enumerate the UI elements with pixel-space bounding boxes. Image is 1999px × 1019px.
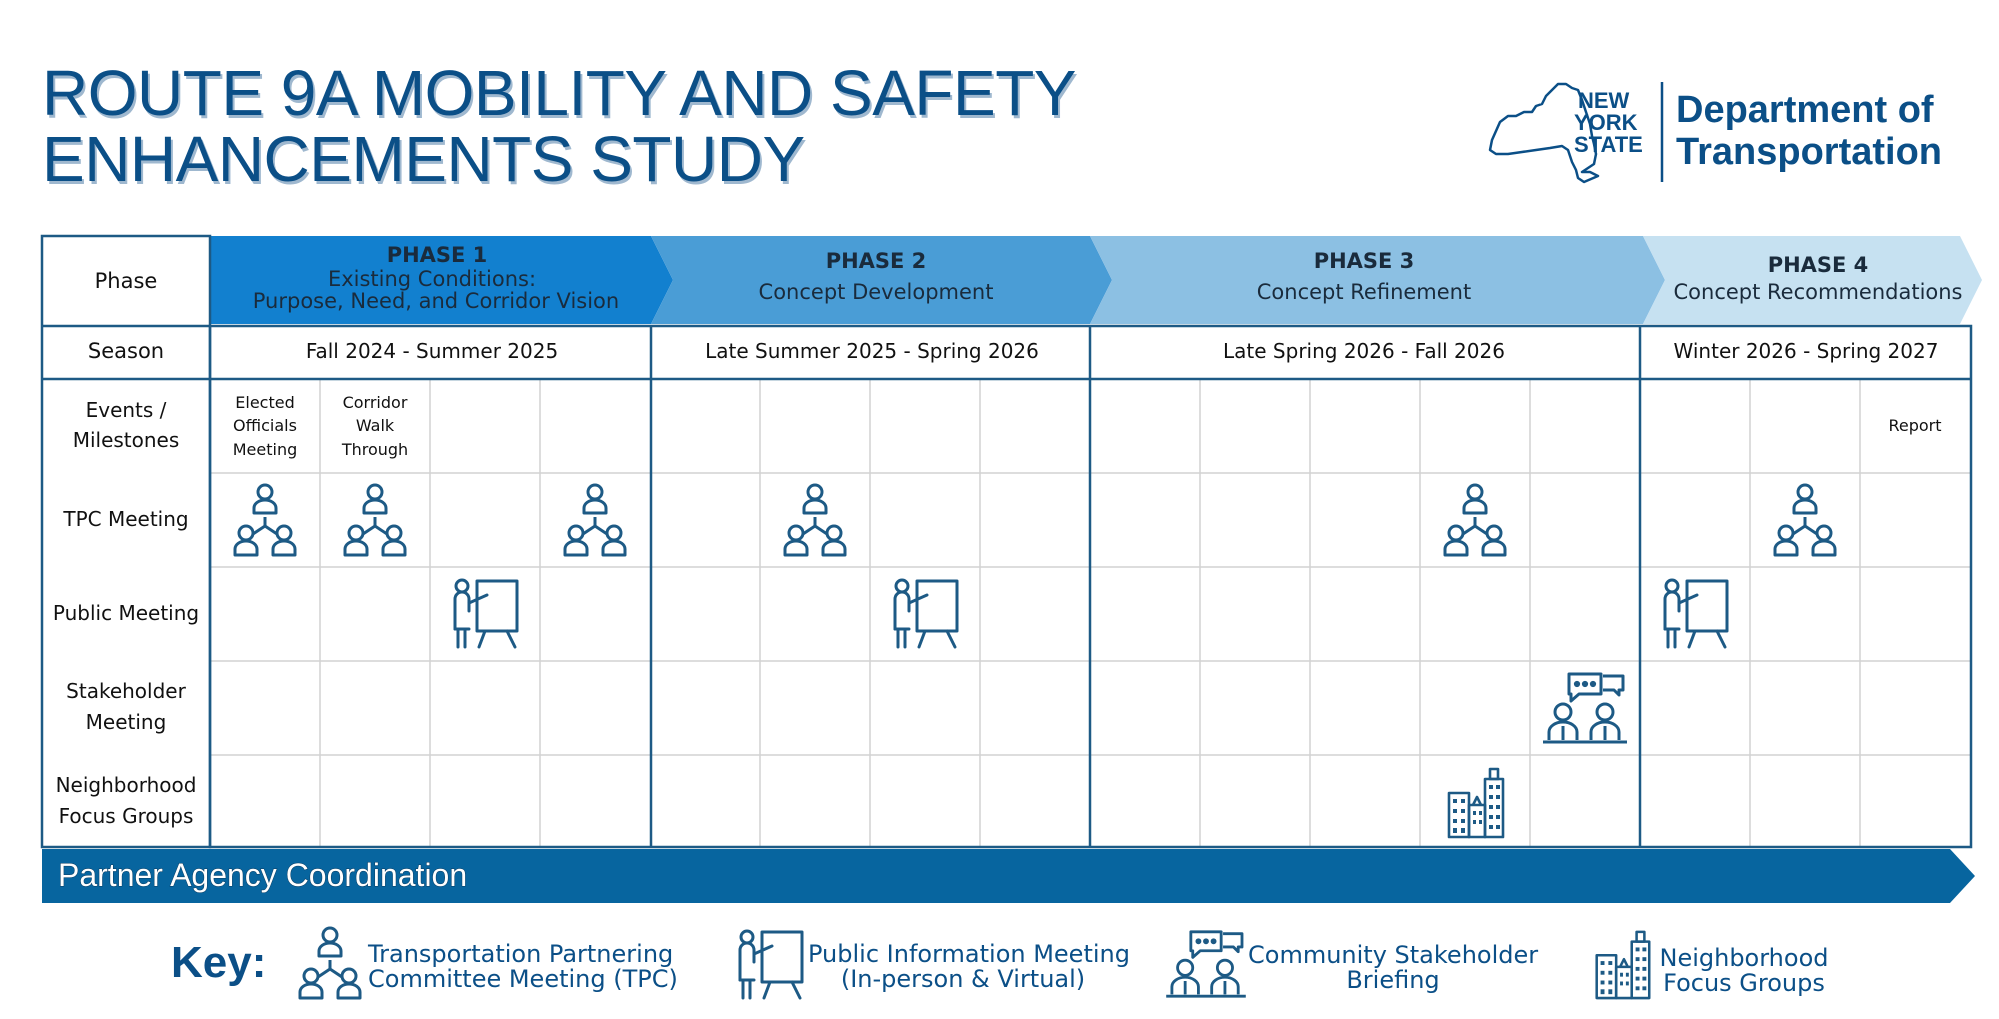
season-phase-4: Winter 2026 - Spring 2027 bbox=[1674, 339, 1939, 363]
milestone-corridor-line2: Walk bbox=[356, 416, 395, 435]
key-public-icon bbox=[734, 928, 806, 1002]
key-tpc-label: Transportation Partnering Committee Meet… bbox=[368, 940, 678, 993]
milestone-elected-line3: Meeting bbox=[233, 440, 298, 459]
logo-dept-line2: Transportation bbox=[1676, 131, 1942, 173]
key-neighborhood-line1: Neighborhood bbox=[1659, 944, 1829, 972]
key-public-label: Public Information Meeting (In-person & … bbox=[808, 940, 1130, 993]
phase-1-desc-line2: Purpose, Need, and Corridor Vision bbox=[253, 289, 619, 313]
logo-state: STATE bbox=[1574, 132, 1643, 157]
milestone-elected-line1: Elected bbox=[235, 393, 294, 412]
phase-1-desc-line1: Existing Conditions: bbox=[328, 267, 536, 291]
logo-new: NEW bbox=[1578, 88, 1630, 113]
logo-dept-line1: Department of bbox=[1676, 89, 1934, 131]
key-public-line1: Public Information Meeting bbox=[808, 940, 1130, 968]
phase-2-name: PHASE 2 bbox=[826, 249, 927, 273]
public-meeting-icon bbox=[893, 578, 959, 649]
key-stakeholder-icon bbox=[1164, 928, 1248, 1000]
tpc-meeting-icon bbox=[1773, 483, 1837, 557]
phase-2-desc: Concept Development bbox=[759, 280, 994, 304]
table-borders bbox=[40, 234, 1973, 849]
public-meeting-icon bbox=[453, 578, 519, 649]
season-phase-2: Late Summer 2025 - Spring 2026 bbox=[705, 339, 1039, 363]
partner-agency-band bbox=[42, 849, 1975, 903]
row-header-events-line2: Milestones bbox=[73, 428, 180, 452]
row-header-season: Season bbox=[88, 339, 164, 363]
phase-3-name: PHASE 3 bbox=[1314, 249, 1415, 273]
partner-agency-label: Partner Agency Coordination bbox=[58, 857, 467, 893]
schedule-diagram: PHASE 1 Existing Conditions: Purpose, Ne… bbox=[40, 234, 1982, 903]
phase-2-chevron bbox=[651, 236, 1112, 324]
row-header-phase: Phase bbox=[95, 269, 158, 293]
title-line-1: ROUTE 9A MOBILITY AND SAFETY bbox=[42, 57, 1076, 129]
title-line-2: ENHANCEMENTS STUDY bbox=[42, 123, 805, 195]
phase-4-chevron bbox=[1643, 236, 1982, 324]
key-tpc-line1: Transportation Partnering bbox=[368, 940, 674, 968]
milestone-corridor-line1: Corridor bbox=[343, 393, 408, 412]
neighborhood-focus-group-icon bbox=[1447, 767, 1505, 839]
tpc-meeting-icon bbox=[563, 483, 627, 557]
milestone-corridor-line3: Through bbox=[341, 440, 408, 459]
tpc-meeting-icon bbox=[233, 483, 297, 557]
tpc-meeting-icon bbox=[1443, 483, 1507, 557]
stakeholder-meeting-icon bbox=[1541, 672, 1629, 744]
row-header-events-line1: Events / bbox=[86, 398, 167, 422]
phase-3-chevron bbox=[1090, 236, 1665, 324]
milestone-elected-line2: Officials bbox=[233, 416, 297, 435]
phase-1-chevron bbox=[210, 236, 673, 324]
tpc-meeting-icon bbox=[783, 483, 847, 557]
key-tpc-line2: Committee Meeting (TPC) bbox=[368, 965, 678, 993]
key-public-line2: (In-person & Virtual) bbox=[840, 965, 1086, 993]
key-stakeholder-line1: Community Stakeholder bbox=[1248, 941, 1539, 969]
key-title: Key: bbox=[171, 938, 267, 987]
row-header-stakeholder-line2: Meeting bbox=[86, 710, 167, 734]
key-neighborhood-line2: Focus Groups bbox=[1663, 969, 1825, 997]
row-header-tpc: TPC Meeting bbox=[62, 507, 188, 531]
phase-1-name: PHASE 1 bbox=[387, 243, 488, 267]
key-tpc-icon bbox=[298, 926, 362, 1000]
row-header-neighborhood-line2: Focus Groups bbox=[59, 804, 194, 828]
phase-3-desc: Concept Refinement bbox=[1257, 280, 1471, 304]
phase-4-desc: Concept Recommendations bbox=[1674, 280, 1963, 304]
nysdot-logo: NEW YORK STATE Department of Transportat… bbox=[1488, 82, 1942, 184]
row-header-public: Public Meeting bbox=[53, 601, 199, 625]
key-neighborhood-icon bbox=[1590, 928, 1654, 1000]
key-stakeholder-line2: Briefing bbox=[1346, 966, 1440, 994]
tpc-meeting-icon bbox=[343, 483, 407, 557]
season-phase-3: Late Spring 2026 - Fall 2026 bbox=[1223, 339, 1505, 363]
new-york-state-outline-icon bbox=[1488, 82, 1600, 184]
milestone-report: Report bbox=[1888, 416, 1941, 435]
row-header-stakeholder-line1: Stakeholder bbox=[66, 679, 186, 703]
season-phase-1: Fall 2024 - Summer 2025 bbox=[306, 339, 558, 363]
phase-4-name: PHASE 4 bbox=[1768, 253, 1869, 277]
logo-york: YORK bbox=[1574, 110, 1638, 135]
key-stakeholder-label: Community Stakeholder Briefing bbox=[1248, 943, 1538, 993]
key-neighborhood-label: Neighborhood Focus Groups bbox=[1652, 946, 1836, 996]
page-title: ROUTE 9A MOBILITY AND SAFETY ENHANCEMENT… bbox=[42, 57, 1076, 195]
public-meeting-icon bbox=[1663, 578, 1729, 649]
row-header-neighborhood-line1: Neighborhood bbox=[56, 773, 197, 797]
